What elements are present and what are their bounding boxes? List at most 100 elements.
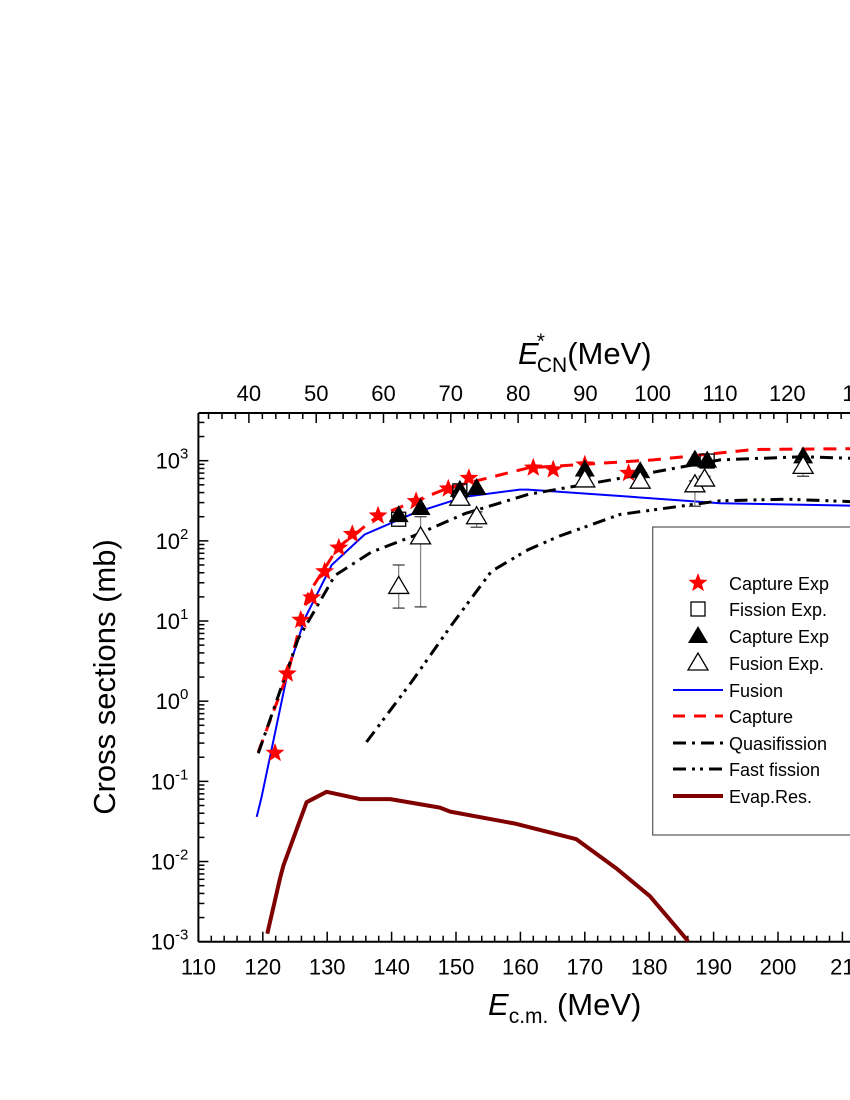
x2-tick-label: 120 — [769, 381, 806, 406]
y-tick-base: 10 — [151, 850, 175, 875]
y-tick-label: 10-2 — [151, 847, 189, 875]
legend-label: Quasifission — [729, 734, 827, 754]
x2-axis-title-main: E — [518, 336, 539, 371]
data-point-star — [438, 478, 458, 497]
legend-box — [652, 526, 850, 836]
x2-tick-label: 80 — [506, 381, 530, 406]
y-tick-label: 101 — [156, 606, 189, 634]
legend-label: Capture Exp — [729, 627, 829, 647]
legend-item: Fusion Exp. — [686, 651, 824, 674]
legend-marker-star — [688, 573, 708, 592]
x2-tick-label: 50 — [304, 381, 328, 406]
x-tick-label: 130 — [309, 955, 346, 980]
x2-tick-label: 110 — [702, 381, 737, 406]
data-point-filled-triangle — [388, 505, 409, 523]
legend-label: Fusion Exp. — [729, 654, 824, 674]
legend-marker-open-square — [690, 601, 706, 617]
x-tick-label: 150 — [438, 955, 475, 980]
y-tick-label: 10-3 — [151, 927, 189, 955]
legend-item: Capture Exp — [688, 573, 829, 594]
data-point-open-triangle — [693, 467, 716, 487]
data-point-open-triangle — [573, 468, 596, 488]
x-tick-label: 160 — [502, 955, 539, 980]
data-point-open-triangle — [448, 486, 472, 506]
data-point-star — [459, 468, 479, 487]
data-point-filled-triangle — [630, 461, 651, 479]
x2-tick-label: 40 — [237, 381, 261, 406]
data-point-star — [368, 505, 388, 524]
x-axis-title-main: E — [488, 987, 509, 1022]
y-tick-base: 10 — [156, 689, 180, 714]
y-axis-title: Cross sections (mb) — [87, 539, 122, 815]
y-tick-base: 10 — [156, 529, 180, 554]
x-tick-label: 200 — [760, 955, 797, 980]
legend-label: Fast fission — [729, 760, 820, 780]
legend-label: Fission Exp. — [729, 600, 827, 620]
data-point-star — [342, 524, 362, 543]
x2-tick-label: 70 — [439, 381, 463, 406]
x-tick-label: 110 — [181, 955, 216, 980]
x-axis-title-unit: (MeV) — [548, 987, 641, 1022]
data-point-filled-triangle — [466, 477, 487, 495]
series-fast-fission — [365, 497, 850, 743]
data-point-filled-triangle — [793, 446, 814, 464]
x-axis-title: Ec.m. (MeV) — [488, 987, 641, 1028]
y-tick-exponent: -3 — [175, 927, 188, 944]
data-point-star — [302, 587, 322, 606]
y-tick-exponent: 2 — [180, 526, 188, 543]
y-tick-base: 10 — [156, 609, 180, 634]
data-point-star — [406, 491, 426, 510]
data-point-star — [523, 457, 543, 476]
x-tick-label: 21 — [830, 955, 850, 980]
plot-area — [255, 446, 850, 942]
legend-label: Evap.Res. — [729, 787, 812, 807]
y-tick-exponent: 1 — [180, 606, 188, 623]
data-point-open-triangle — [387, 575, 410, 595]
data-point-star — [619, 463, 639, 482]
x-tick-label: 120 — [244, 955, 281, 980]
legend-item: Fast fission — [673, 760, 820, 780]
data-point-filled-triangle — [684, 449, 705, 467]
x-tick-label: 140 — [373, 955, 410, 980]
legend-item: Capture — [673, 707, 793, 727]
data-point-star — [265, 743, 285, 762]
x2-tick-label: 100 — [634, 381, 671, 406]
legend-label: Capture Exp — [729, 574, 829, 594]
x2-tick-label: 90 — [573, 381, 597, 406]
legend-marker-filled-triangle — [688, 626, 708, 643]
legend-item: Quasifission — [673, 734, 827, 754]
data-point-star — [315, 561, 335, 580]
y-tick-exponent: -1 — [175, 766, 188, 783]
data-point-star — [291, 610, 311, 629]
y-tick-base: 10 — [151, 930, 175, 955]
y-tick-label: 103 — [156, 446, 189, 474]
legend-label: Fusion — [729, 681, 783, 701]
series-evap-res — [265, 789, 690, 942]
x-tick-label: 190 — [695, 955, 732, 980]
x2-tick-label: 13 — [842, 381, 850, 406]
data-point-open-triangle — [791, 455, 815, 474]
legend-item: Evap.Res. — [673, 787, 812, 807]
data-point-open-triangle — [629, 469, 652, 489]
legend-item: Fission Exp. — [690, 600, 827, 620]
data-point-open-triangle — [465, 505, 488, 525]
y-tick-label: 100 — [156, 686, 189, 714]
x2-tick-label: 60 — [371, 381, 395, 406]
legend-item: Fusion — [673, 681, 783, 701]
data-point-filled-triangle — [697, 450, 718, 468]
series-quasifission — [256, 455, 850, 754]
y-tick-label: 102 — [156, 526, 189, 554]
x2-axis-title-sup: * — [537, 330, 545, 353]
y-tick-base: 10 — [151, 769, 175, 794]
y-tick-exponent: 3 — [180, 446, 188, 463]
x2-axis-title-sub: CN — [537, 354, 567, 377]
y-tick-base: 10 — [156, 449, 180, 474]
x2-axis-title-unit: (MeV) — [567, 336, 651, 371]
legend-marker-open-triangle — [686, 651, 710, 671]
data-point-open-triangle — [409, 525, 432, 545]
data-point-star — [329, 537, 349, 556]
data-point-star — [543, 459, 563, 478]
x-tick-label: 170 — [566, 955, 603, 980]
